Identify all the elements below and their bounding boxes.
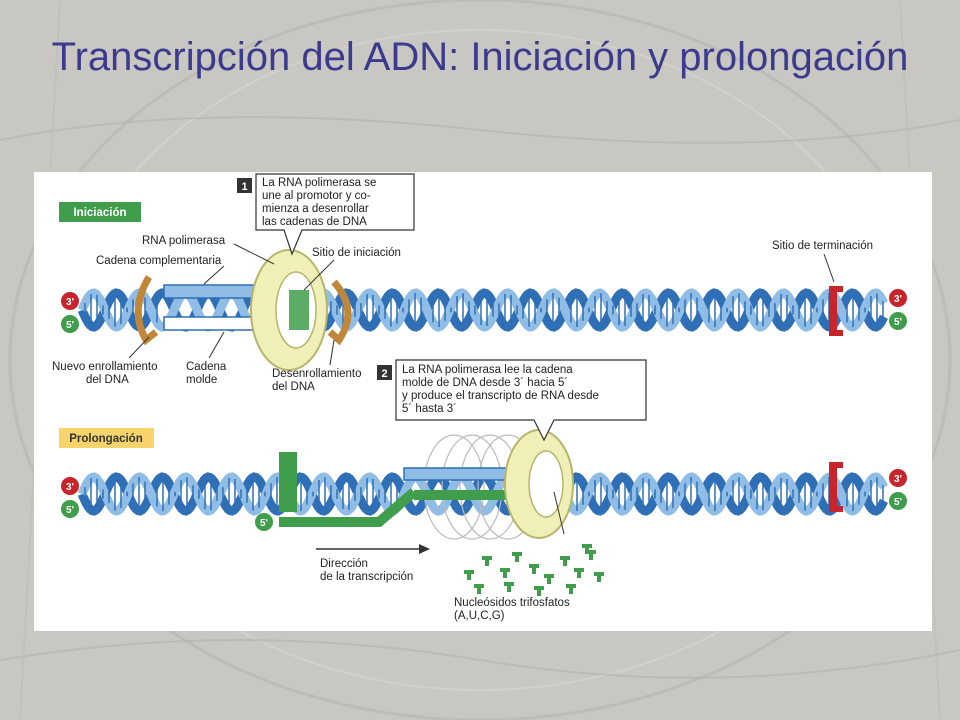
- leader-rewinding: [128, 336, 150, 359]
- end-marker-rna-five: 5': [255, 513, 273, 531]
- end-label: 3': [66, 297, 74, 308]
- label-termination-site: Sitio de terminación: [772, 240, 873, 252]
- nucleotide-glyph: [500, 568, 510, 578]
- initiation-tag-label: Iniciación: [73, 207, 126, 219]
- initiation-tag: [59, 202, 141, 222]
- nucleotide-glyph: [574, 568, 584, 578]
- label-rewinding: Nuevo enrollamiento: [52, 361, 157, 373]
- termination-site-marker-2: [829, 462, 837, 512]
- nucleotide-glyph: [594, 572, 604, 582]
- nucleotide-glyph: [529, 564, 539, 574]
- end-label: 3': [894, 294, 902, 305]
- label-nucleosides-line2: (A,U,C,G): [454, 610, 505, 622]
- callout-1-line: mienza a desenrollar: [262, 203, 369, 215]
- termination-cap-top: [829, 286, 843, 292]
- nucleotide-glyph: [560, 556, 570, 566]
- direction-arrow-head: [419, 544, 430, 554]
- transcription-diagram: Iniciación 3': [52, 173, 907, 622]
- label-nucleosides: Nucleósidos trifosfatos: [454, 597, 570, 609]
- leader-termination-site: [823, 253, 835, 283]
- callout-1-line: las cadenas de DNA: [262, 216, 367, 228]
- callout-2-line: 5´ hasta 3´: [402, 403, 457, 415]
- label-direction-line2: de la transcripción: [320, 571, 413, 583]
- leader-template-strand: [208, 331, 225, 359]
- end-marker-left-bottom-2: 5': [61, 500, 79, 518]
- label-direction: Dirección: [320, 558, 368, 570]
- initiation-site-marker-elongation: [279, 452, 297, 512]
- end-marker-right-top: 3': [889, 289, 907, 307]
- label-unwinding: Desenrollamiento: [272, 368, 362, 380]
- dna-base-pairs: [84, 293, 884, 327]
- end-label: 5': [260, 518, 268, 529]
- nucleotide-glyph: [464, 570, 474, 580]
- termination-cap-bottom: [829, 330, 843, 336]
- step-2-number: 2: [381, 368, 387, 380]
- end-label: 5': [66, 505, 74, 516]
- callout-2-line: molde de DNA desde 3´ hacia 5´: [402, 377, 568, 389]
- end-label: 5': [894, 497, 902, 508]
- released-rna-transcript: [279, 488, 418, 527]
- leader-unwinding: [329, 339, 335, 366]
- end-label: 5': [894, 317, 902, 328]
- callout-2-line: y produce el transcripto de RNA desde: [402, 390, 599, 402]
- step-1-number: 1: [241, 181, 247, 193]
- unwinding-arrow: [327, 279, 352, 346]
- end-label: 3': [66, 482, 74, 493]
- dna-helix-elongation: [77, 472, 889, 516]
- end-marker-right-bottom-2: 5': [889, 492, 907, 510]
- nucleotide-glyph: [534, 586, 544, 596]
- callout-1-line: une al promotor y co-: [262, 190, 371, 202]
- diagram-panel: Iniciación 3': [34, 172, 932, 631]
- step-1-badge: [237, 178, 252, 193]
- leader-complementary-strand: [203, 265, 225, 285]
- label-unwinding-line2: del DNA: [272, 381, 315, 393]
- label-initiation-site: Sitio de iniciación: [312, 247, 401, 259]
- termination-site-marker: [829, 286, 837, 336]
- initiation-site-marker: [289, 290, 309, 330]
- nucleotide-glyph: [512, 552, 522, 562]
- step-2-badge: [377, 365, 392, 380]
- end-marker-left-top-2: 3': [61, 477, 79, 495]
- label-complementary-strand: Cadena complementaria: [96, 255, 222, 267]
- nucleotide-glyph: [566, 584, 576, 594]
- elongation-tag: [59, 428, 154, 448]
- callout-2-line: La RNA polimerasa lee la cadena: [402, 364, 573, 376]
- label-template-strand-line2: molde: [186, 374, 217, 386]
- end-marker-left-top: 3': [61, 292, 79, 310]
- end-label: 3': [894, 474, 902, 485]
- termination-cap-top-2: [829, 462, 843, 468]
- end-marker-right-bottom: 5': [889, 312, 907, 330]
- leader-initiation-site: [303, 259, 335, 291]
- elongation-tag-label: Prolongación: [69, 433, 142, 445]
- end-marker-right-top-2: 3': [889, 469, 907, 487]
- label-rna-polymerase: RNA polimerasa: [142, 235, 226, 247]
- section-elongation: Prolongación: [59, 359, 907, 622]
- label-rewinding-line2: del DNA: [86, 374, 129, 386]
- nucleoside-triphosphates: [464, 544, 604, 596]
- leader-rna-polymerase: [233, 243, 275, 265]
- termination-cap-bottom-2: [829, 506, 843, 512]
- section-initiation: Iniciación 3': [52, 173, 907, 393]
- end-label: 5': [66, 320, 74, 331]
- nucleotide-glyph: [474, 584, 484, 594]
- rna-transcript-in-bubble: [414, 490, 554, 500]
- nucleotide-glyph: [582, 544, 592, 554]
- nucleotide-glyph: [504, 582, 514, 592]
- leader-nucleosides: [553, 491, 565, 535]
- label-template-strand: Cadena: [186, 361, 227, 373]
- slide-title: Transcripción del ADN: Iniciación y prol…: [51, 35, 909, 79]
- callout-step-1: 1 La RNA polimerasa se une al promotor y…: [237, 173, 415, 256]
- nucleotide-glyph: [482, 556, 492, 566]
- nucleotide-glyph: [544, 574, 554, 584]
- end-marker-left-bottom: 5': [61, 315, 79, 333]
- callout-step-2: 2 La RNA polimerasa lee la cadena molde …: [377, 359, 647, 442]
- callout-1-line: La RNA polimerasa se: [262, 177, 376, 189]
- rna-polymerase-moving-hole: [528, 450, 564, 518]
- dna-base-pairs: [84, 477, 884, 511]
